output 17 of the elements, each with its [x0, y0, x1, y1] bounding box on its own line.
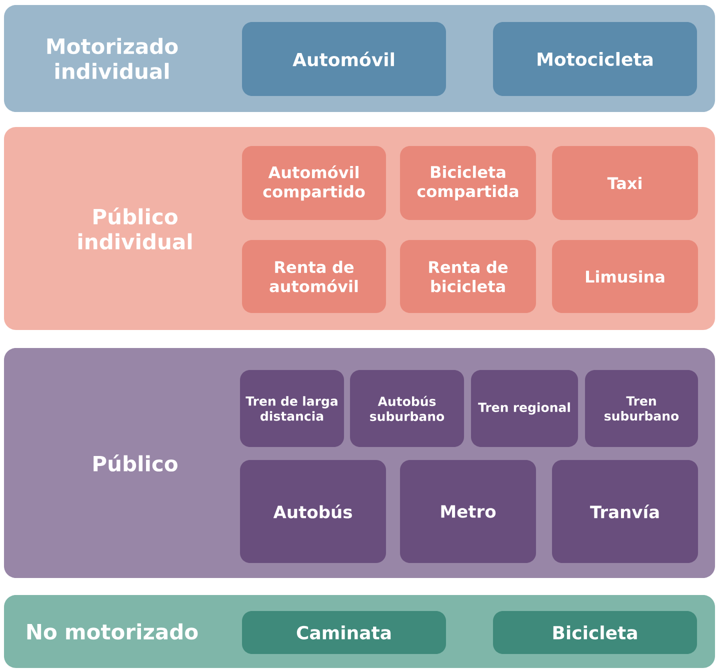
mode-box: Automóvil compartido [242, 146, 386, 220]
mode-box: Taxi [552, 146, 698, 220]
mode-box: Bicicleta compartida [400, 146, 536, 220]
mode-box: Tren regional [471, 370, 578, 447]
mode-box: Metro [400, 460, 536, 563]
mode-box: Renta de bicicleta [400, 240, 536, 313]
mode-box: Caminata [242, 611, 446, 654]
mode-box: Autobús suburbano [350, 370, 464, 447]
mode-box: Tren suburbano [585, 370, 698, 447]
mode-box: Tranvía [552, 460, 698, 563]
mode-box: Autobús [240, 460, 386, 563]
mode-box: Renta de automóvil [242, 240, 386, 313]
mode-box: Motocicleta [493, 22, 697, 96]
mode-box: Automóvil [242, 22, 446, 96]
mode-box: Limusina [552, 240, 698, 313]
mode-box: Tren de larga distancia [240, 370, 344, 447]
mode-box: Bicicleta [493, 611, 697, 654]
